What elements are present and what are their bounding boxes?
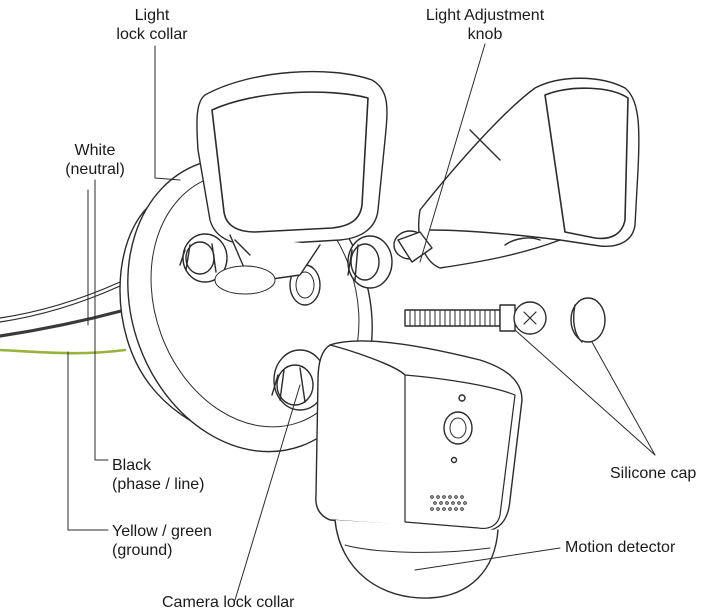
left-light-head: [196, 70, 388, 281]
leader-lines: [67, 43, 656, 601]
motion-detector-dome: [334, 519, 499, 599]
left-lock-collar: [179, 233, 276, 295]
speaker-grille: [430, 495, 467, 511]
label-light-adjustment-knob: Light Adjustment knob: [425, 7, 545, 43]
label-silicone-cap: Silicone cap: [610, 465, 697, 482]
mounting-bolt: [404, 301, 547, 335]
camera-lock-collar-part: [271, 349, 327, 411]
label-white-neutral: White (neutral): [65, 142, 125, 178]
right-light-head: [418, 77, 640, 269]
label-yellow-green-ground: Yellow / green (ground): [112, 523, 212, 559]
silicone-cap-part: [570, 297, 606, 343]
label-light-lock-collar: Light lock collar: [116, 7, 188, 43]
wires: [0, 281, 127, 355]
light-adjustment-knob-joint: [347, 230, 433, 289]
label-camera-lock-collar: Camera lock collar: [162, 594, 295, 611]
label-motion-detector: Motion detector: [565, 539, 676, 556]
camera-body: [315, 340, 523, 532]
label-black-phase: Black (phase / line): [112, 457, 205, 493]
